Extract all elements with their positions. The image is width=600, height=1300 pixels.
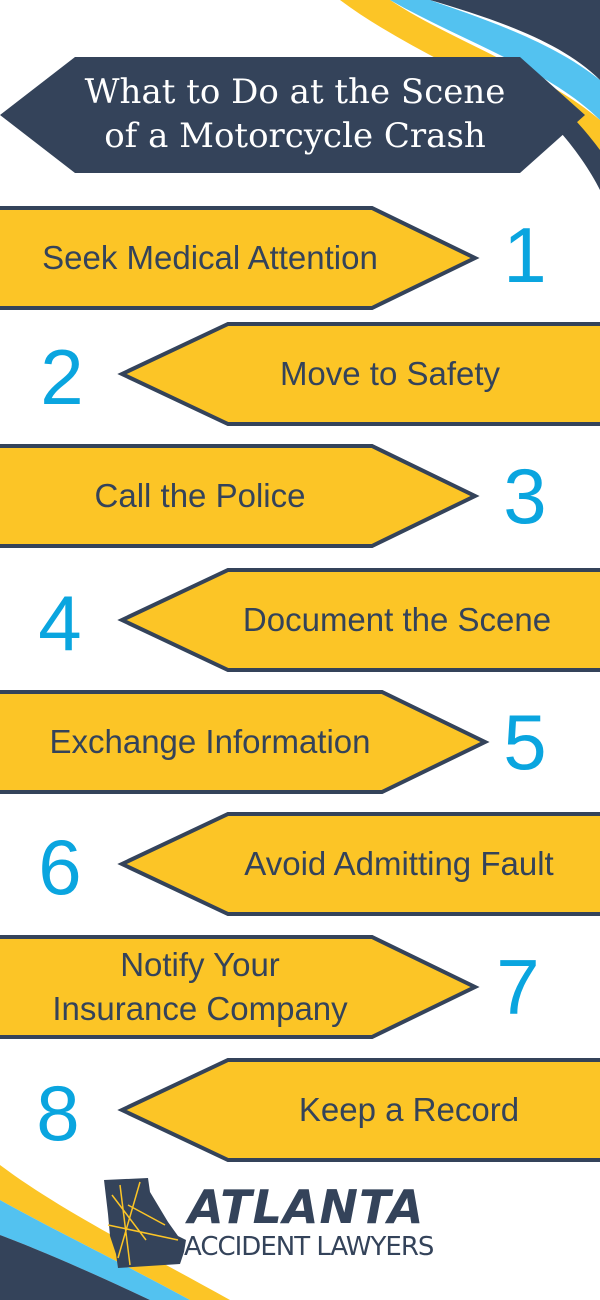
step-1-label: Seek Medical Attention <box>42 239 378 276</box>
step-7-label: Notify Your Insurance Company <box>10 942 390 1032</box>
step-8-number: 8 <box>36 1069 80 1157</box>
step-3-number: 3 <box>503 452 547 540</box>
step-8-arrow <box>117 1058 600 1162</box>
step-1-arrow <box>0 206 480 310</box>
step-2-arrow <box>117 322 600 426</box>
step-5-label: Exchange Information <box>49 723 371 760</box>
step-5-arrow <box>0 690 490 794</box>
step-3-arrow <box>0 444 480 548</box>
header-banner <box>0 57 585 173</box>
step-4-label: Document the Scene <box>242 601 552 638</box>
step-6-label: Avoid Admitting Fault <box>244 845 554 882</box>
logo-word-atlanta: ATLANTA <box>188 1180 425 1234</box>
step-3-label: Call the Police <box>94 477 306 514</box>
step-7-arrow <box>0 935 480 1039</box>
title-line-1: What to Do at the Scene <box>84 72 506 112</box>
logo-word-accident-lawyers: ACCIDENT LAWYERS <box>184 1232 434 1262</box>
step-4-arrow <box>117 568 600 672</box>
step-2-number: 2 <box>40 333 84 421</box>
title-line-2: of a Motorcycle Crash <box>104 116 486 156</box>
step-1-number: 1 <box>503 211 547 299</box>
step-7-number: 7 <box>496 943 540 1031</box>
step-6-arrow <box>117 812 600 916</box>
step-5-number: 5 <box>503 698 547 786</box>
step-2-label: Move to Safety <box>279 355 501 392</box>
step-7-label-line-2: Insurance Company <box>52 990 348 1027</box>
step-7-label-line-1: Notify Your <box>120 946 280 983</box>
step-6-number: 6 <box>38 823 82 911</box>
page-title: What to Do at the Scene of a Motorcycle … <box>60 70 530 158</box>
georgia-map-icon <box>104 1178 186 1268</box>
step-4-number: 4 <box>38 579 82 667</box>
step-8-label: Keep a Record <box>298 1091 520 1128</box>
bottom-swoosh-decoration <box>0 1165 230 1300</box>
